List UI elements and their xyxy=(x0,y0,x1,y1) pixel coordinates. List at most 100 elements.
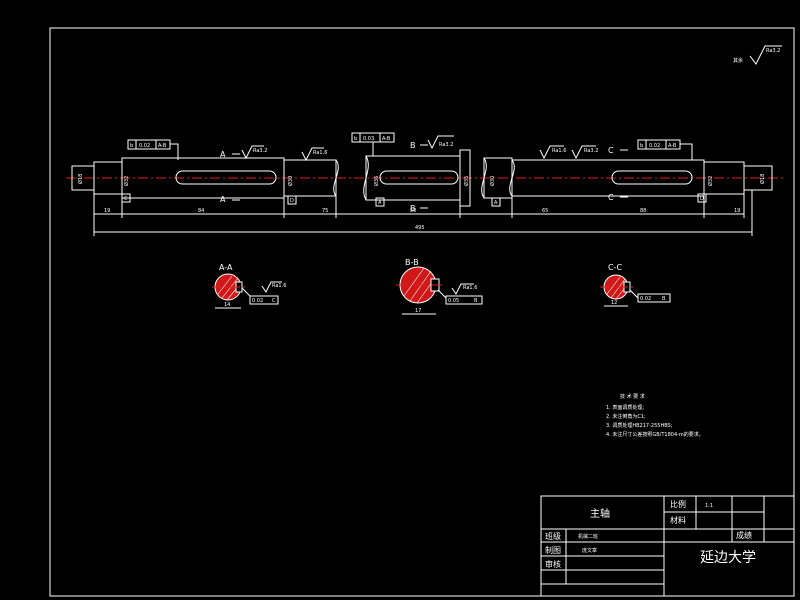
break-line xyxy=(481,157,487,199)
scale-label: 比例 xyxy=(670,499,686,509)
svg-text:0.02: 0.02 xyxy=(640,296,651,302)
svg-text:12: 12 xyxy=(611,300,617,306)
section-cut-label: A xyxy=(220,195,226,204)
svg-text:Ra1.6: Ra1.6 xyxy=(552,148,566,154)
svg-text:19: 19 xyxy=(734,208,740,214)
diameter-label: Ø32 xyxy=(707,176,714,186)
svg-text:A: A xyxy=(494,200,498,206)
break-line xyxy=(509,159,515,197)
tech-item: 4. 未注尺寸公差按照GB/T1804-m的要求。 xyxy=(606,431,704,438)
svg-text:Ra3.2: Ra3.2 xyxy=(439,142,453,148)
diameter-label: Ø30 xyxy=(489,176,496,186)
break-line xyxy=(333,159,339,197)
drawn-value: 庞文章 xyxy=(582,547,597,554)
diameter-label: Ø32 xyxy=(123,176,130,186)
tolerance-frame-middle: b 0.03 A-B xyxy=(351,132,395,156)
shaft-view: A A B B C C Ø18 Ø32 Ø30 Ø36 Ø35 Ø30 Ø32 … xyxy=(66,132,785,236)
tech-item: 3. 调质处理HB217-255HBS; xyxy=(606,422,673,429)
shaft-collar xyxy=(459,149,471,207)
svg-text:b: b xyxy=(640,143,643,149)
section-title: A-A xyxy=(219,263,233,272)
svg-text:Ra1.6: Ra1.6 xyxy=(313,150,327,156)
svg-text:B: B xyxy=(474,298,478,304)
drawn-label: 制图 xyxy=(545,545,561,555)
technical-requirements: 技 术 要 求 1. 表面调质处理; 2. 未注倒角为C1; 3. 调质处理HB… xyxy=(606,393,704,438)
part-name: 主轴 xyxy=(590,507,610,520)
class-value: 机械二班 xyxy=(578,533,598,540)
keyway-left xyxy=(175,170,277,185)
keyway-middle xyxy=(379,170,459,185)
review-label: 审核 xyxy=(545,559,561,569)
svg-text:50: 50 xyxy=(410,208,416,214)
svg-text:D: D xyxy=(700,196,704,202)
diameter-label: Ø30 xyxy=(287,176,294,186)
svg-text:75: 75 xyxy=(322,208,328,214)
roughness-symbol-icon xyxy=(749,45,782,65)
svg-text:b: b xyxy=(130,143,133,149)
svg-text:84: 84 xyxy=(198,208,204,214)
svg-text:88: 88 xyxy=(640,208,646,214)
cut-arrow xyxy=(420,144,428,209)
section-title: C-C xyxy=(608,263,622,272)
section-view-b: B-B 17 0.05 B Ra1.6 xyxy=(396,258,483,315)
tech-item: 1. 表面调质处理; xyxy=(606,404,644,411)
diameter-label: Ø36 xyxy=(373,176,380,186)
keyway-right xyxy=(611,170,693,185)
svg-text:A-B: A-B xyxy=(668,143,677,149)
global-roughness-note: 其余 Ra3.2 xyxy=(733,45,782,65)
svg-text:D: D xyxy=(290,198,294,204)
diameter-label: Ø18 xyxy=(77,174,84,184)
section-title: B-B xyxy=(405,258,419,267)
svg-text:Ra1.6: Ra1.6 xyxy=(272,283,286,289)
svg-text:B: B xyxy=(662,296,666,302)
tech-item: 2. 未注倒角为C1; xyxy=(606,413,646,420)
section-view-a: A-A 14 0.02 C Ra1.6 xyxy=(212,263,286,309)
title-block: 主轴 比例 1:1 材料 成绩 班级 机械二班 制图 庞文章 审核 延边大学 xyxy=(540,495,795,597)
svg-text:0.05: 0.05 xyxy=(448,298,459,304)
svg-text:0.03: 0.03 xyxy=(363,136,374,142)
section-cut-label: A xyxy=(220,150,226,159)
tech-heading: 技 术 要 求 xyxy=(620,393,645,400)
diameter-label: Ø35 xyxy=(463,176,470,186)
svg-text:0.02: 0.02 xyxy=(139,143,150,149)
svg-text:C: C xyxy=(124,196,128,202)
material-label: 材料 xyxy=(670,515,686,525)
tolerance-frame-right: b 0.02 A-B xyxy=(637,139,693,160)
svg-text:A-B: A-B xyxy=(158,143,167,149)
drawing-border xyxy=(49,27,795,597)
datum-markers: C D A A D xyxy=(121,193,707,207)
section-cut-label: C xyxy=(608,146,614,155)
section-cut-label: B xyxy=(410,141,416,150)
svg-text:b: b xyxy=(354,136,357,142)
svg-text:Ra1.6: Ra1.6 xyxy=(463,285,477,291)
svg-text:65: 65 xyxy=(542,208,548,214)
tolerance-frame-left: b 0.02 A-B xyxy=(127,139,179,160)
svg-text:0.02: 0.02 xyxy=(252,298,263,304)
svg-text:A-B: A-B xyxy=(382,136,391,142)
svg-text:14: 14 xyxy=(224,302,230,308)
shaft-end-right xyxy=(743,165,773,191)
svg-text:0.02: 0.02 xyxy=(649,143,660,149)
roughness-prefix: 其余 xyxy=(733,57,743,64)
section-view-c: C-C 12 0.02 B xyxy=(600,263,671,307)
svg-text:A: A xyxy=(378,200,382,206)
svg-text:C: C xyxy=(272,298,276,304)
class-label: 班级 xyxy=(545,531,561,541)
dimension-overall: 495 xyxy=(93,190,753,236)
score-label: 成绩 xyxy=(736,530,752,540)
svg-text:Ra3.2: Ra3.2 xyxy=(253,148,267,154)
roughness-marks: Ra3.2 Ra1.6 Ra3.2 Ra1.6 Ra3.2 xyxy=(241,135,598,162)
svg-text:Ra3.2: Ra3.2 xyxy=(584,148,598,154)
cut-arrow xyxy=(232,153,240,201)
break-line xyxy=(363,155,369,201)
scale-value: 1:1 xyxy=(705,503,713,509)
section-cut-label: C xyxy=(608,193,614,202)
school-name: 延边大学 xyxy=(700,550,756,566)
roughness-value: Ra3.2 xyxy=(766,48,780,54)
svg-text:19: 19 xyxy=(104,208,110,214)
svg-text:495: 495 xyxy=(415,225,425,231)
section-cut-label: B xyxy=(410,204,416,213)
cut-arrow xyxy=(620,149,628,198)
svg-text:17: 17 xyxy=(415,308,421,314)
